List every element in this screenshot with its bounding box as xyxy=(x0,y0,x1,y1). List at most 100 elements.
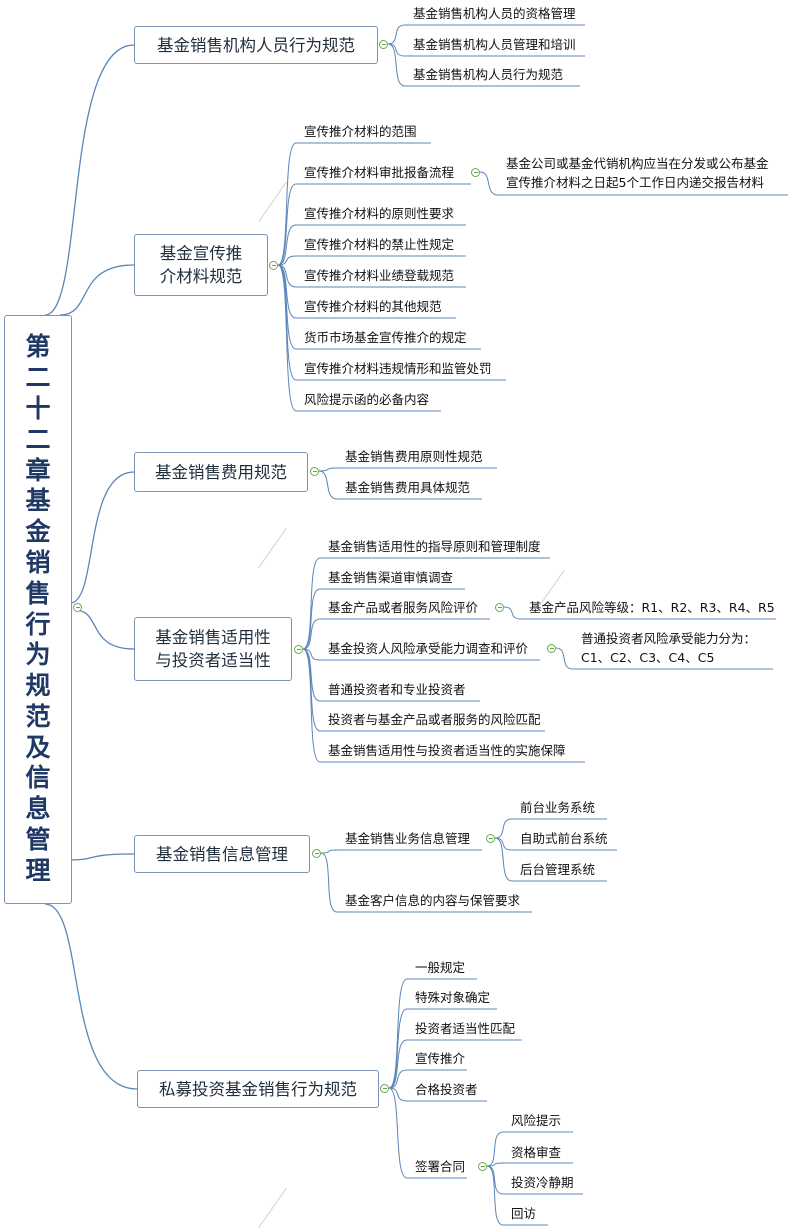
item-collapse-toggle[interactable] xyxy=(478,1162,487,1171)
leaf-item[interactable]: 风险提示 xyxy=(511,1113,562,1128)
root-char: 第 xyxy=(25,332,51,362)
leaf-item[interactable]: 宣传推介材料违规情形和监管处罚 xyxy=(304,361,492,376)
leaf-item[interactable]: 一般规定 xyxy=(415,960,466,975)
connector xyxy=(320,852,338,913)
leaf-item[interactable]: 基金投资人风险承受能力调查和评价 xyxy=(328,641,529,656)
root-char: 销 xyxy=(25,547,51,577)
leaf-item[interactable]: 前台业务系统 xyxy=(520,800,596,815)
branch-sales-staff-conduct[interactable]: 基金销售机构人员行为规范 xyxy=(134,26,378,64)
leaf-item[interactable]: 基金客户信息的内容与保管要求 xyxy=(345,893,521,908)
leaf-item[interactable]: 基金销售费用原则性规范 xyxy=(345,449,483,464)
leaf-item[interactable]: 后台管理系统 xyxy=(520,862,596,877)
connector xyxy=(74,609,135,650)
subnote-line[interactable]: 基金公司或基金代销机构应当在分发或公布基金 xyxy=(506,156,769,171)
subnote-line[interactable]: C1、C2、C3、C4、C5 xyxy=(581,650,715,665)
root-char: 章 xyxy=(25,455,51,485)
connector xyxy=(494,837,513,882)
root-topic[interactable]: 第 二 十 二 章 基 金 销 售 行 为 规 范 及 信 息 管 理 xyxy=(4,315,72,904)
connector xyxy=(302,648,321,763)
connector xyxy=(494,837,513,851)
connector xyxy=(479,171,499,196)
connector xyxy=(59,264,135,316)
connector xyxy=(494,818,513,839)
leaf-item[interactable]: 资格审查 xyxy=(511,1145,562,1160)
leaf-item[interactable]: 风险提示函的必备内容 xyxy=(304,392,430,407)
branch-title: 私募投资基金销售行为规范 xyxy=(159,1079,357,1099)
leaf-item[interactable]: 货币市场基金宣传推介的规定 xyxy=(304,330,467,345)
branch-title: 基金销售机构人员行为规范 xyxy=(157,35,355,55)
leaf-item[interactable]: 签署合同 xyxy=(415,1159,466,1174)
branch-title-line: 介材料规范 xyxy=(159,267,243,286)
leaf-item[interactable]: 宣传推介材料的范围 xyxy=(304,124,417,139)
leaf-item[interactable]: 宣传推介 xyxy=(415,1051,466,1066)
leaf-item[interactable]: 基金销售机构人员的资格管理 xyxy=(413,6,576,21)
connector xyxy=(44,903,138,1090)
root-char: 行 xyxy=(25,609,51,639)
leaf-item[interactable]: 回访 xyxy=(511,1206,537,1221)
branch-collapse-toggle[interactable] xyxy=(294,645,303,654)
root-char: 息 xyxy=(25,794,51,824)
item-collapse-toggle[interactable] xyxy=(471,168,480,177)
subnote-line[interactable]: 宣传推介材料之日起5个工作日内递交报告材料 xyxy=(506,175,764,190)
root-char: 基 xyxy=(25,486,51,516)
item-collapse-toggle[interactable] xyxy=(547,644,556,653)
root-char: 为 xyxy=(25,640,51,670)
branch-suitability[interactable]: 基金销售适用性 与投资者适当性 xyxy=(134,617,292,681)
leaf-item[interactable]: 投资者适当性匹配 xyxy=(415,1021,516,1036)
branch-collapse-toggle[interactable] xyxy=(379,40,388,49)
leaf-item[interactable]: 基金销售适用性的指导原则和管理制度 xyxy=(328,539,541,554)
branch-collapse-toggle[interactable] xyxy=(310,467,319,476)
leaf-item[interactable]: 宣传推介材料的其他规范 xyxy=(304,299,442,314)
branch-collapse-toggle[interactable] xyxy=(380,1084,389,1093)
leaf-item[interactable]: 基金销售机构人员行为规范 xyxy=(413,67,564,82)
leaf-item[interactable]: 基金销售适用性与投资者适当性的实施保障 xyxy=(328,743,566,758)
leaf-item[interactable]: 宣传推介材料的原则性要求 xyxy=(304,206,455,221)
root-char: 规 xyxy=(25,671,51,701)
connector xyxy=(277,224,297,266)
connector xyxy=(388,1087,408,1102)
connector xyxy=(387,43,406,87)
root-char: 售 xyxy=(25,578,51,608)
branch-collapse-toggle[interactable] xyxy=(269,261,278,270)
leaf-item[interactable]: 投资者与基金产品或者服务的风险匹配 xyxy=(328,712,541,727)
leaf-item[interactable]: 特殊对象确定 xyxy=(415,990,491,1005)
leaf-item[interactable]: 普通投资者和专业投资者 xyxy=(328,682,466,697)
leaf-item[interactable]: 宣传推介材料的禁止性规定 xyxy=(304,237,455,252)
item-collapse-toggle[interactable] xyxy=(495,603,504,612)
branch-title-line: 基金销售适用性 xyxy=(155,628,271,647)
connector xyxy=(387,43,406,57)
branch-title: 基金销售信息管理 xyxy=(156,844,288,864)
leaf-item[interactable]: 投资冷静期 xyxy=(511,1175,574,1190)
connector xyxy=(69,853,135,861)
connector xyxy=(388,978,408,1089)
connector xyxy=(277,264,297,412)
connector xyxy=(318,467,338,472)
subnote-line[interactable]: 普通投资者风险承受能力分为： xyxy=(581,631,757,646)
branch-private-fund-sales[interactable]: 私募投资基金销售行为规范 xyxy=(137,1070,379,1108)
connector xyxy=(555,647,574,670)
leaf-item[interactable]: 基金产品或者服务风险评价 xyxy=(328,600,479,615)
leaf-item[interactable]: 基金销售业务信息管理 xyxy=(345,831,471,846)
leaf-item[interactable]: 宣传推介材料审批报备流程 xyxy=(304,165,455,180)
connector xyxy=(44,44,135,316)
leaf-item[interactable]: 自助式前台系统 xyxy=(520,831,608,846)
leaf-item[interactable]: 基金销售费用具体规范 xyxy=(345,480,471,495)
branch-promotion-materials[interactable]: 基金宣传推 介材料规范 xyxy=(134,234,268,296)
branch-sales-fees[interactable]: 基金销售费用规范 xyxy=(134,452,308,492)
root-collapse-toggle[interactable] xyxy=(73,603,82,612)
leaf-item[interactable]: 宣传推介材料业绩登载规范 xyxy=(304,268,455,283)
connector xyxy=(277,142,297,266)
connector xyxy=(486,1165,504,1195)
subnote-risk-levels[interactable]: 基金产品风险等级：R1、R2、R3、R4、R5 xyxy=(529,600,775,615)
leaf-item[interactable]: 基金销售机构人员管理和培训 xyxy=(413,37,576,52)
connector xyxy=(387,24,406,45)
root-char: 十 xyxy=(25,393,51,423)
leaf-item[interactable]: 合格投资者 xyxy=(415,1082,478,1097)
connector xyxy=(69,471,135,604)
item-collapse-toggle[interactable] xyxy=(486,834,495,843)
root-char: 管 xyxy=(25,825,51,855)
branch-collapse-toggle[interactable] xyxy=(312,849,321,858)
branch-sales-info-management[interactable]: 基金销售信息管理 xyxy=(134,835,310,873)
root-char: 及 xyxy=(25,732,51,762)
leaf-item[interactable]: 基金销售渠道审慎调查 xyxy=(328,570,454,585)
